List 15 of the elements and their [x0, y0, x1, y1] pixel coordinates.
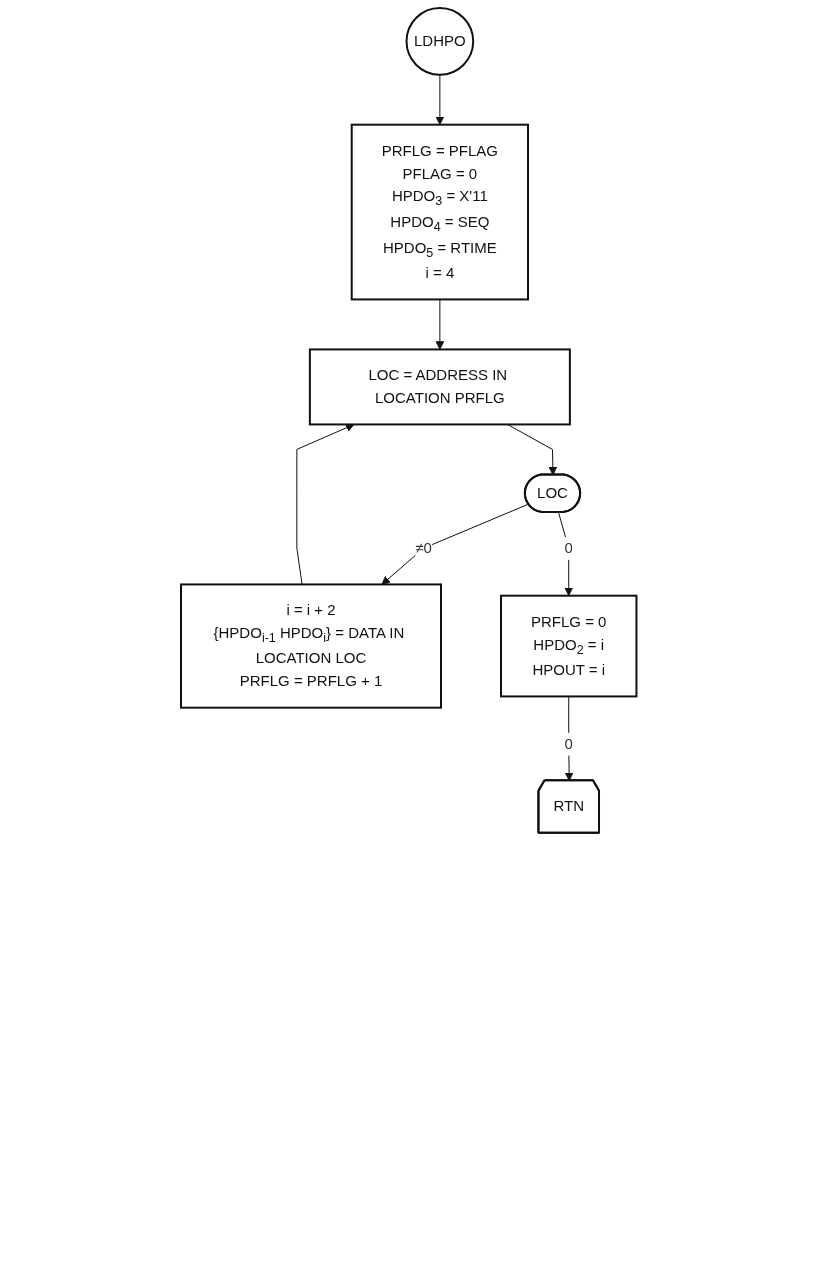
node-box: i = i + 2 {HPDO$_{i-1}$ HPDO$_{i}$} = DATA IN LOCATION LOC PRFLG = PRFLG + 1 — [179, 583, 442, 709]
arrow — [564, 695, 574, 782]
arrow — [506, 423, 557, 476]
arrow — [435, 298, 445, 350]
node-box: LOC = ADDRESS IN LOCATION PRFLG — [308, 348, 571, 426]
edge-label: 0 — [564, 734, 573, 752]
edge-label: 0 — [564, 538, 573, 556]
node-box: PRFLG = PFLAG PFLAG = 0 HPDO$_{3}$ = X'11 HPDO$_{4}$ = SEQ HPDO$_{5}$ = RTIME i = 4 — [350, 123, 529, 301]
node-box: PRFLG = 0 HPDO$_{2}$ = i HPOUT = i — [499, 594, 638, 698]
arrow — [435, 74, 445, 126]
arrow — [296, 423, 355, 585]
node-circle: LDHPO — [405, 7, 474, 76]
edge-label: ≠0 — [415, 538, 432, 556]
arrow — [381, 503, 529, 585]
arrow — [557, 511, 573, 597]
